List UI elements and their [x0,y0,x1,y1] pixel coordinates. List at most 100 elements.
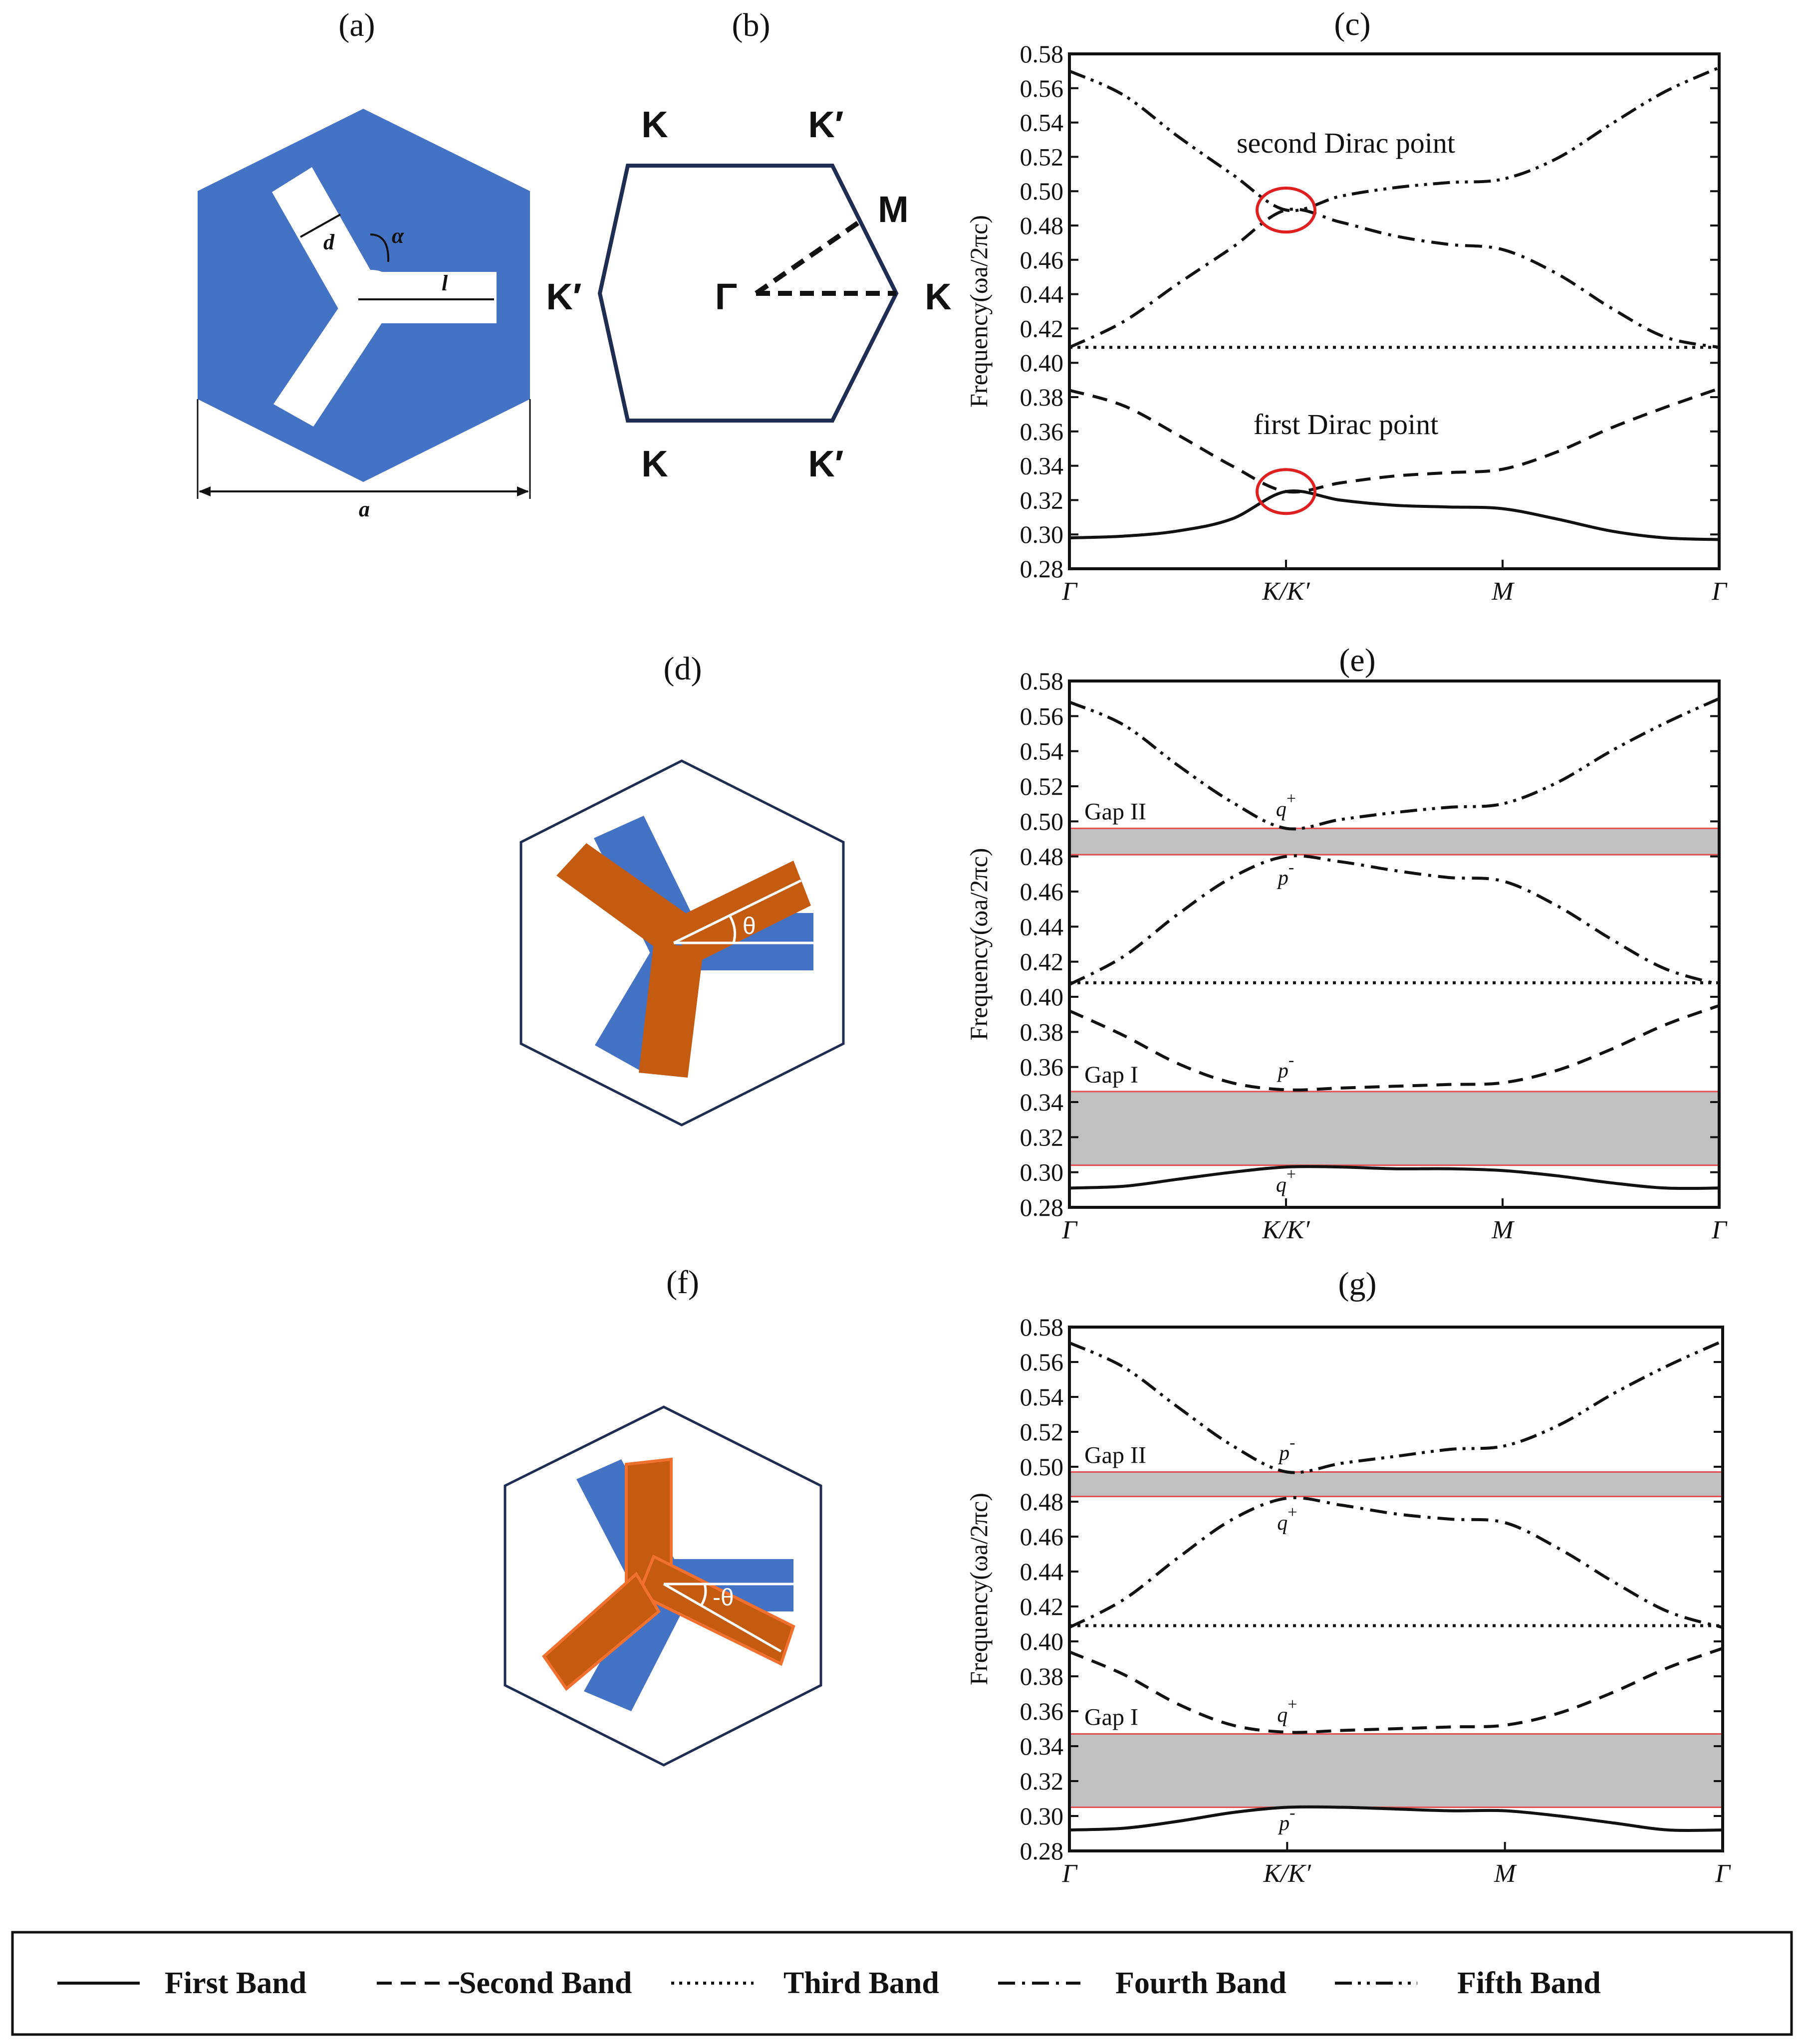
series-fifth-band [1068,1340,1724,1474]
dirac-point-circle [1256,187,1316,234]
cell-f-theta-arc [700,1584,707,1606]
gap-label-1: Gap II [1084,1442,1146,1469]
series-first-band [1069,1165,1720,1190]
mode-label: p- [1278,1433,1295,1465]
x-tick-label: M [1491,1216,1515,1244]
legend-label-4: Fourth Band [1115,1966,1287,2000]
y-tick-label: 0.32 [1020,1767,1064,1795]
y-tick-label: 0.46 [1020,1523,1064,1551]
y-tick-label: 0.56 [1020,702,1064,730]
gap-band-1 [1068,1471,1724,1497]
gap-band-1 [1068,827,1720,856]
plot-frame [1068,52,1721,570]
y-tick-label: 0.40 [1020,349,1064,377]
dimension-alpha-label: α [392,224,404,248]
x-tick-label: Γ [1711,577,1728,606]
y-tick-label: 0.54 [1020,737,1064,765]
y-tick-label: 0.50 [1020,807,1064,835]
y-tick-label: 0.36 [1020,1697,1064,1725]
chart-c: (c) 0.280.300.320.340.360.380.400.420.44… [965,6,1728,606]
plot-frame [1068,1326,1724,1852]
y-tick-label: 0.34 [1020,1732,1064,1760]
series-second-band [1068,1647,1723,1734]
series-fifth-band [1068,66,1720,213]
y-tick-label: 0.50 [1020,1453,1064,1481]
x-tick-label: Γ [1061,1216,1078,1244]
dimension-d-line [300,214,341,238]
y-tick-label: 0.36 [1020,418,1064,446]
y-tick-label: 0.58 [1020,40,1064,68]
cell-d-rotated-axis [673,879,802,944]
x-tick-label: K/K′ [1262,1216,1310,1244]
y-tick-label: 0.48 [1020,212,1064,239]
y-tick-label: 0.38 [1020,383,1064,411]
chart-c-plot: 0.280.300.320.340.360.380.400.420.440.46… [965,40,1728,606]
gap-band-2 [1068,1733,1724,1808]
x-tick-label: Γ [1711,1216,1728,1244]
y-tick-label: 0.52 [1020,143,1064,171]
series-fourth-band [1068,208,1720,349]
y-tick-label: 0.36 [1020,1053,1064,1081]
series-second-band [1069,387,1720,494]
cell-f-hexagon [504,1405,822,1767]
y-tick-label: 0.56 [1020,74,1064,102]
y-tick-label: 0.52 [1020,772,1064,800]
y-tick-label: 0.30 [1020,1802,1064,1830]
cell-d-rotated-rods [556,843,811,1078]
panel-label-a: (a) [338,7,375,43]
bz-label-right: K [925,276,951,317]
panel-label-g: (g) [1338,1266,1377,1302]
dimension-l-label: l [442,271,448,295]
series-fourth-band [1068,854,1720,986]
dimension-a-arrow-right [517,486,529,496]
series-second-band [1068,1004,1720,1092]
bz-label-top-left: K [641,104,668,145]
mode-label: q+ [1277,1695,1297,1727]
y-tick-label: 0.42 [1020,1592,1064,1620]
legend-box [11,1931,1793,2036]
y-tick-label: 0.40 [1020,983,1064,1011]
y-tick-label: 0.30 [1020,1158,1064,1186]
mode-label: q+ [1276,1165,1296,1196]
panel-a: (a) d α l a [197,7,531,521]
x-tick-label: M [1494,1859,1517,1888]
y-tick-label: 0.28 [1020,1837,1064,1865]
mode-label: p- [1277,858,1294,890]
bz-label-left: K′ [546,276,581,317]
gap-label-2: Gap I [1084,1062,1138,1088]
dirac-point-annotation: first Dirac point [1254,408,1438,441]
mode-label: q+ [1277,1503,1297,1535]
panel-label-e: (e) [1339,642,1375,679]
brillouin-zone-hexagon [597,164,899,423]
series-first-band [1069,1805,1723,1832]
y-tick-label: 0.58 [1020,667,1064,695]
x-tick-label: Γ [1061,577,1078,606]
bz-label-gamma: Γ [715,276,737,317]
y-tick-label: 0.56 [1020,1348,1064,1376]
y-tick-label: 0.52 [1020,1418,1064,1446]
y-tick-label: 0.44 [1020,912,1064,940]
y-shaped-hole [272,167,497,427]
series-fifth-band [1068,697,1720,831]
y-tick-label: 0.40 [1020,1627,1064,1655]
y-tick-label: 0.44 [1020,280,1064,308]
panel-f: (f) -θ [504,1264,822,1767]
panel-label-d: (d) [664,651,702,687]
panel-b: (b) K K′ K′ K K K′ M Γ [546,7,951,484]
y-tick-label: 0.46 [1020,878,1064,906]
y-tick-label: 0.44 [1020,1558,1064,1586]
cell-d-hexagon [519,759,845,1127]
legend-label-2: Second Band [459,1966,632,2000]
dimension-d-label: d [323,230,335,254]
mode-label: q+ [1276,790,1296,821]
cell-f-theta-label: -θ [713,1585,734,1611]
gamma-to-m-path [755,216,866,296]
y-tick-label: 0.34 [1020,452,1064,480]
angle-alpha-arc [370,233,390,262]
panel-label-b: (b) [732,7,771,43]
series-first-band [1069,489,1720,541]
